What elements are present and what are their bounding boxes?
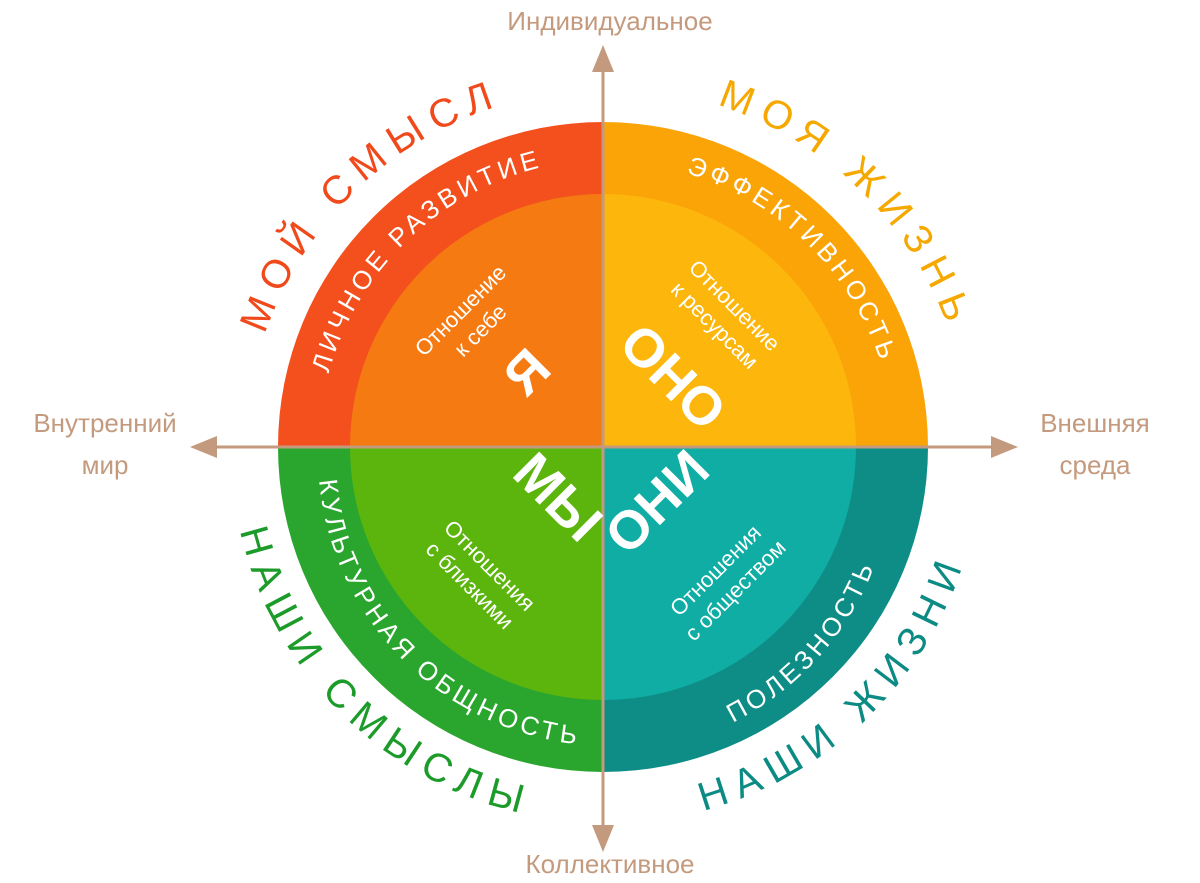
inner-top-left	[350, 194, 603, 447]
axis-label-bottom: Коллективное	[525, 849, 694, 879]
inner-bottom-right	[603, 447, 856, 700]
axis-label-right-line1: Внешняя	[1040, 408, 1150, 438]
inner-top-right	[603, 194, 856, 447]
axis-label-top: Индивидуальное	[507, 6, 712, 36]
inner-bottom-left	[350, 447, 603, 700]
arrow-right-icon	[991, 436, 1018, 458]
axis-label-left-line2: мир	[82, 450, 129, 480]
arrow-left-icon	[190, 436, 217, 458]
arrow-down-icon	[592, 825, 614, 852]
arrow-up-icon	[592, 45, 614, 72]
axes	[190, 45, 1018, 852]
axis-label-left-line1: Внутренний	[33, 408, 176, 438]
axis-label-right-line2: среда	[1060, 450, 1132, 480]
